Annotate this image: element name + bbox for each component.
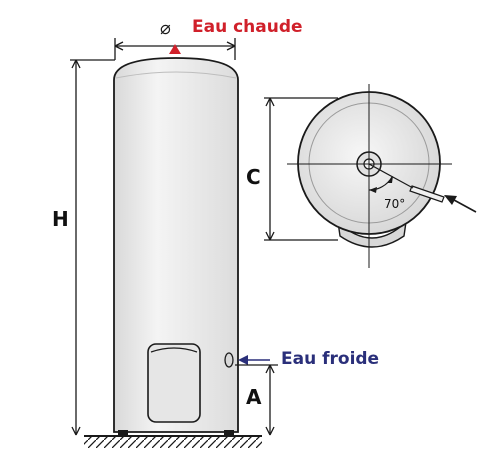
c-label: C (246, 165, 261, 189)
access-panel (147, 343, 201, 423)
hot-water-label: Eau chaude (192, 17, 303, 37)
top-view-pipe (409, 185, 445, 203)
angle-indicator (368, 163, 414, 193)
height-dimension (70, 59, 115, 436)
cold-water-inlet (224, 352, 234, 368)
floor-hatch (84, 437, 262, 448)
tank-body (113, 57, 239, 433)
angle-label: 70° (384, 197, 405, 211)
a-dimension (235, 364, 278, 436)
diameter-symbol: ⌀ (160, 18, 171, 39)
pipe-direction-arrow (444, 195, 477, 213)
cold-water-arrow (238, 355, 270, 365)
c-dimension (264, 97, 338, 241)
hot-water-arrow (169, 44, 181, 54)
cold-water-label: Eau froide (281, 349, 379, 369)
height-label: H (52, 207, 69, 231)
tank-feet (118, 430, 234, 436)
a-label: A (246, 385, 262, 409)
